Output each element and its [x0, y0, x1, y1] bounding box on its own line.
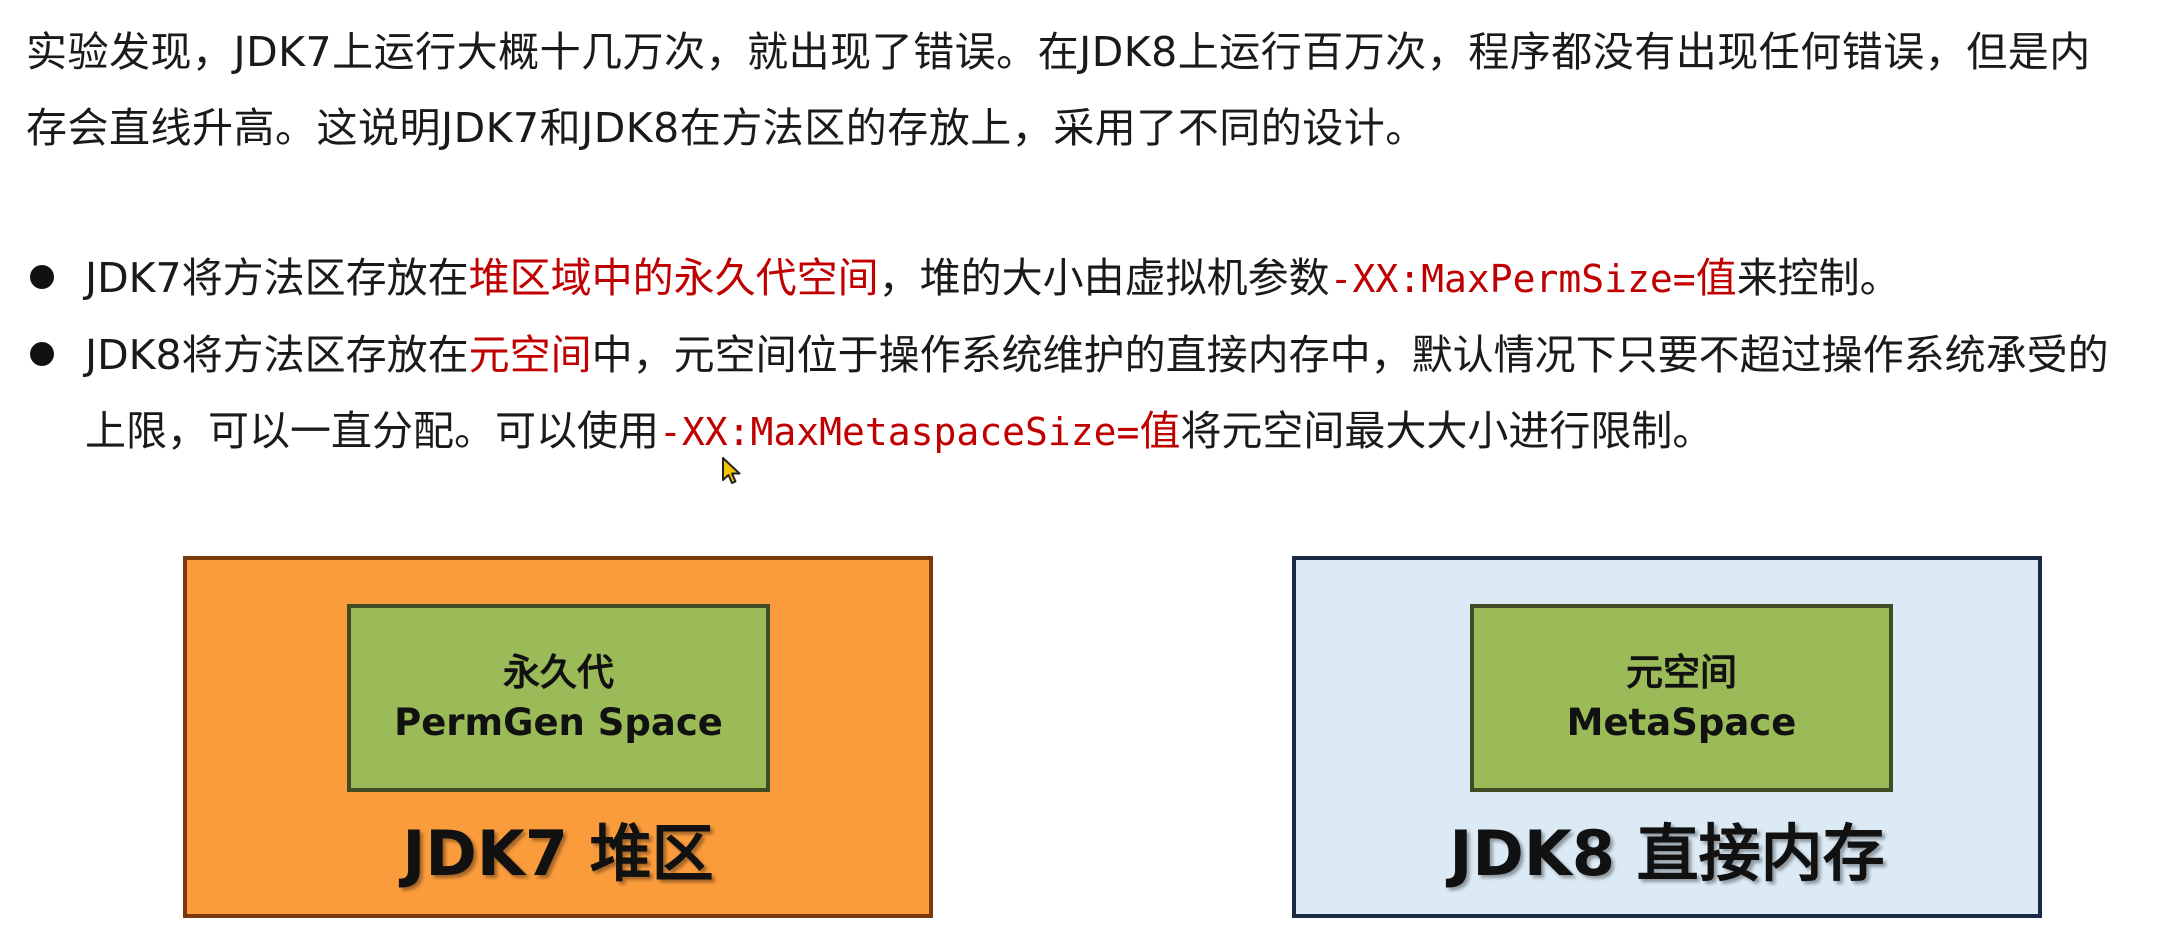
jdk7-heap-box: 永久代 PermGen Space JDK7 堆区: [183, 556, 933, 918]
metaspace-title-en: MetaSpace: [1566, 701, 1797, 744]
bullet-suffix: 将元空间最大大小进行限制。: [1180, 407, 1714, 455]
mouse-pointer-icon: [722, 457, 741, 484]
jvm-param-maxmetaspacesize: -XX:MaxMetaspaceSize=: [659, 410, 1140, 454]
permgen-title-zh: 永久代: [503, 651, 614, 694]
intro-line-2: 存会直线升高。这说明JDK7和JDK8在方法区的存放上，采用了不同的设计。: [26, 104, 1427, 152]
bullet-middle: ，堆的大小由虚拟机参数: [878, 254, 1330, 302]
bullet-item-jdk7: JDK7将方法区存放在堆区域中的永久代空间，堆的大小由虚拟机参数-XX:MaxP…: [26, 240, 2136, 317]
bullet-dot-icon: [30, 265, 54, 289]
jvm-param-maxpermsize: -XX:MaxPermSize=: [1329, 257, 1696, 301]
jdk7-heap-label: JDK7 堆区: [402, 817, 714, 890]
jdk8-direct-memory-label: JDK8 直接内存: [1449, 817, 1885, 890]
bullet-middle: 中，元空间位于操作系统维护的直接内存中，默认情况下只要不超过操作系统承受的上限，…: [85, 331, 2109, 455]
bullet-highlight: 元空间: [468, 331, 592, 379]
metaspace-title-zh: 元空间: [1626, 651, 1737, 694]
jvm-param-value: 值: [1139, 407, 1181, 455]
bullet-prefix: JDK7将方法区存放在: [85, 254, 469, 302]
bullet-item-jdk8: JDK8将方法区存放在元空间中，元空间位于操作系统维护的直接内存中，默认情况下只…: [26, 317, 2136, 470]
permgen-title-en: PermGen Space: [394, 701, 723, 744]
bullet-dot-icon: [30, 342, 54, 366]
intro-line-1: 实验发现，JDK7上运行大概十几万次，就出现了错误。在JDK8上运行百万次，程序…: [26, 28, 2091, 76]
jdk8-direct-memory-box: 元空间 MetaSpace JDK8 直接内存: [1292, 556, 2042, 918]
bullet-suffix: 来控制。: [1736, 254, 1901, 302]
intro-paragraph: 实验发现，JDK7上运行大概十几万次，就出现了错误。在JDK8上运行百万次，程序…: [26, 14, 2136, 166]
permgen-space-box: 永久代 PermGen Space: [347, 604, 770, 792]
metaspace-box: 元空间 MetaSpace: [1470, 604, 1893, 792]
bullet-prefix: JDK8将方法区存放在: [85, 331, 469, 379]
jvm-param-value: 值: [1695, 254, 1737, 302]
bullet-highlight: 堆区域中的永久代空间: [468, 254, 879, 302]
